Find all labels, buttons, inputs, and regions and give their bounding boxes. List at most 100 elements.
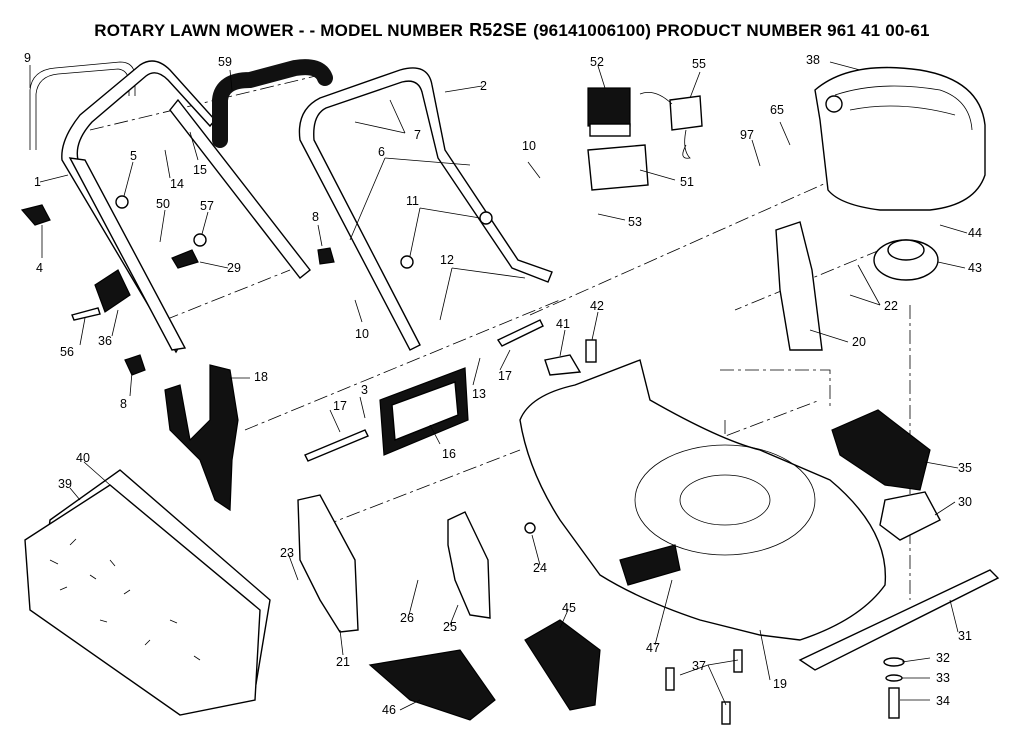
callout-17a: 17 <box>498 369 512 383</box>
part-2-upper-handle <box>298 67 553 351</box>
part-38-engine <box>814 66 986 211</box>
part-16-rear-flap-inner <box>391 381 459 441</box>
callout-3: 3 <box>361 383 368 397</box>
part-37-bolt-b <box>733 649 743 673</box>
part-25-height-bracket <box>447 511 491 619</box>
part-1-lower-handle <box>61 60 216 354</box>
part-24-nut <box>524 522 536 534</box>
callout-40: 40 <box>76 451 90 465</box>
callout-52: 52 <box>590 55 604 69</box>
callout-leaders <box>29 61 968 711</box>
callout-13: 13 <box>472 387 486 401</box>
callout-21: 21 <box>336 655 350 669</box>
part-8-knob-left <box>124 354 146 376</box>
part-19-deck-opening <box>679 474 771 526</box>
part-2-handle-second-leg <box>169 98 311 279</box>
part-38-oil-cap <box>825 95 843 113</box>
part-4-knob <box>20 204 51 226</box>
part-43-pulley-hub <box>887 239 925 261</box>
part-47-deck-plate <box>619 544 681 586</box>
part-17-axle-rod-lower <box>304 429 369 462</box>
part-9-wire-bail <box>29 61 136 150</box>
part-19-mower-deck <box>519 359 887 641</box>
part-19-deck-dome <box>634 444 816 556</box>
callout-33: 33 <box>936 671 950 685</box>
callout-39: 39 <box>58 477 72 491</box>
callout-16: 16 <box>442 447 456 461</box>
callout-19: 19 <box>773 677 787 691</box>
part-29-control-cable <box>171 249 199 269</box>
part-55-charger-cord <box>639 91 691 159</box>
callout-17b: 17 <box>333 399 347 413</box>
callout-47: 47 <box>646 641 660 655</box>
callout-56: 56 <box>60 345 74 359</box>
callout-23: 23 <box>280 546 294 560</box>
part-59-handle-grip <box>212 59 333 148</box>
part-45-side-discharge <box>524 619 601 711</box>
part-39-grass-bag <box>24 484 261 716</box>
part-35-belt-guard <box>831 409 931 491</box>
callout-30: 30 <box>958 495 972 509</box>
callout-51: 51 <box>680 175 694 189</box>
callout-11: 11 <box>406 194 419 208</box>
part-56-bolt <box>71 307 101 321</box>
callout-24: 24 <box>533 561 547 575</box>
small-hardware <box>20 195 743 725</box>
callout-18: 18 <box>254 370 268 384</box>
part-36-brake-lever <box>94 269 131 313</box>
part-21-height-bracket <box>297 494 359 633</box>
callout-44: 44 <box>968 226 982 240</box>
callout-35: 35 <box>958 461 972 475</box>
part-31-blade <box>798 569 1000 671</box>
part-17-axle-rod-upper <box>496 319 544 347</box>
callout-45: 45 <box>562 601 576 615</box>
part-20-bracket <box>775 221 823 351</box>
callout-46: 46 <box>382 703 396 717</box>
part-55-charger <box>669 95 703 131</box>
part-38-engine-cover-detail <box>834 85 973 131</box>
part-46-mulch-plug <box>368 649 496 721</box>
callout-50: 50 <box>156 197 170 211</box>
callout-12: 12 <box>440 253 454 267</box>
part-11-nut-a <box>479 211 493 225</box>
callout-59: 59 <box>218 55 232 69</box>
part-32-washer <box>883 657 905 667</box>
callout-29: 29 <box>227 261 241 275</box>
part-52-battery-side <box>589 123 631 137</box>
callout-14: 14 <box>170 177 184 191</box>
part-34-blade-bolt <box>888 687 900 719</box>
callout-41: 41 <box>556 317 570 331</box>
part-18-chute <box>164 364 239 512</box>
callout-97: 97 <box>740 128 754 142</box>
callout-38: 38 <box>806 53 820 67</box>
part-57-bushing <box>193 233 207 247</box>
callout-20: 20 <box>852 335 866 349</box>
callout-31: 31 <box>958 629 972 643</box>
part-5-bushing <box>115 195 129 209</box>
model-number: R52SE <box>469 20 528 40</box>
callout-1: 1 <box>34 175 41 189</box>
callout-42: 42 <box>590 299 604 313</box>
part-41-flap <box>544 354 582 376</box>
callout-53: 53 <box>628 215 642 229</box>
callout-65: 65 <box>770 103 784 117</box>
callout-9: 9 <box>24 51 31 65</box>
part-9-wire-bail-inner <box>35 68 130 150</box>
callout-10b: 10 <box>355 327 369 341</box>
callout-22: 22 <box>884 299 898 313</box>
callout-2: 2 <box>480 79 487 93</box>
callout-6: 6 <box>378 145 385 159</box>
part-11-nut-b <box>400 255 414 269</box>
callout-57: 57 <box>200 199 214 213</box>
part-33-washer <box>885 674 903 682</box>
callout-10a: 10 <box>522 139 536 153</box>
part-51-battery-holder <box>587 144 649 191</box>
callout-8a: 8 <box>120 397 127 411</box>
callout-8b: 8 <box>312 210 319 224</box>
callout-7: 7 <box>414 128 421 142</box>
part-1-handle-leg <box>68 157 187 351</box>
callout-labels: 1 2 3 4 5 6 7 8 8 9 10 10 11 12 13 14 15… <box>24 51 982 717</box>
